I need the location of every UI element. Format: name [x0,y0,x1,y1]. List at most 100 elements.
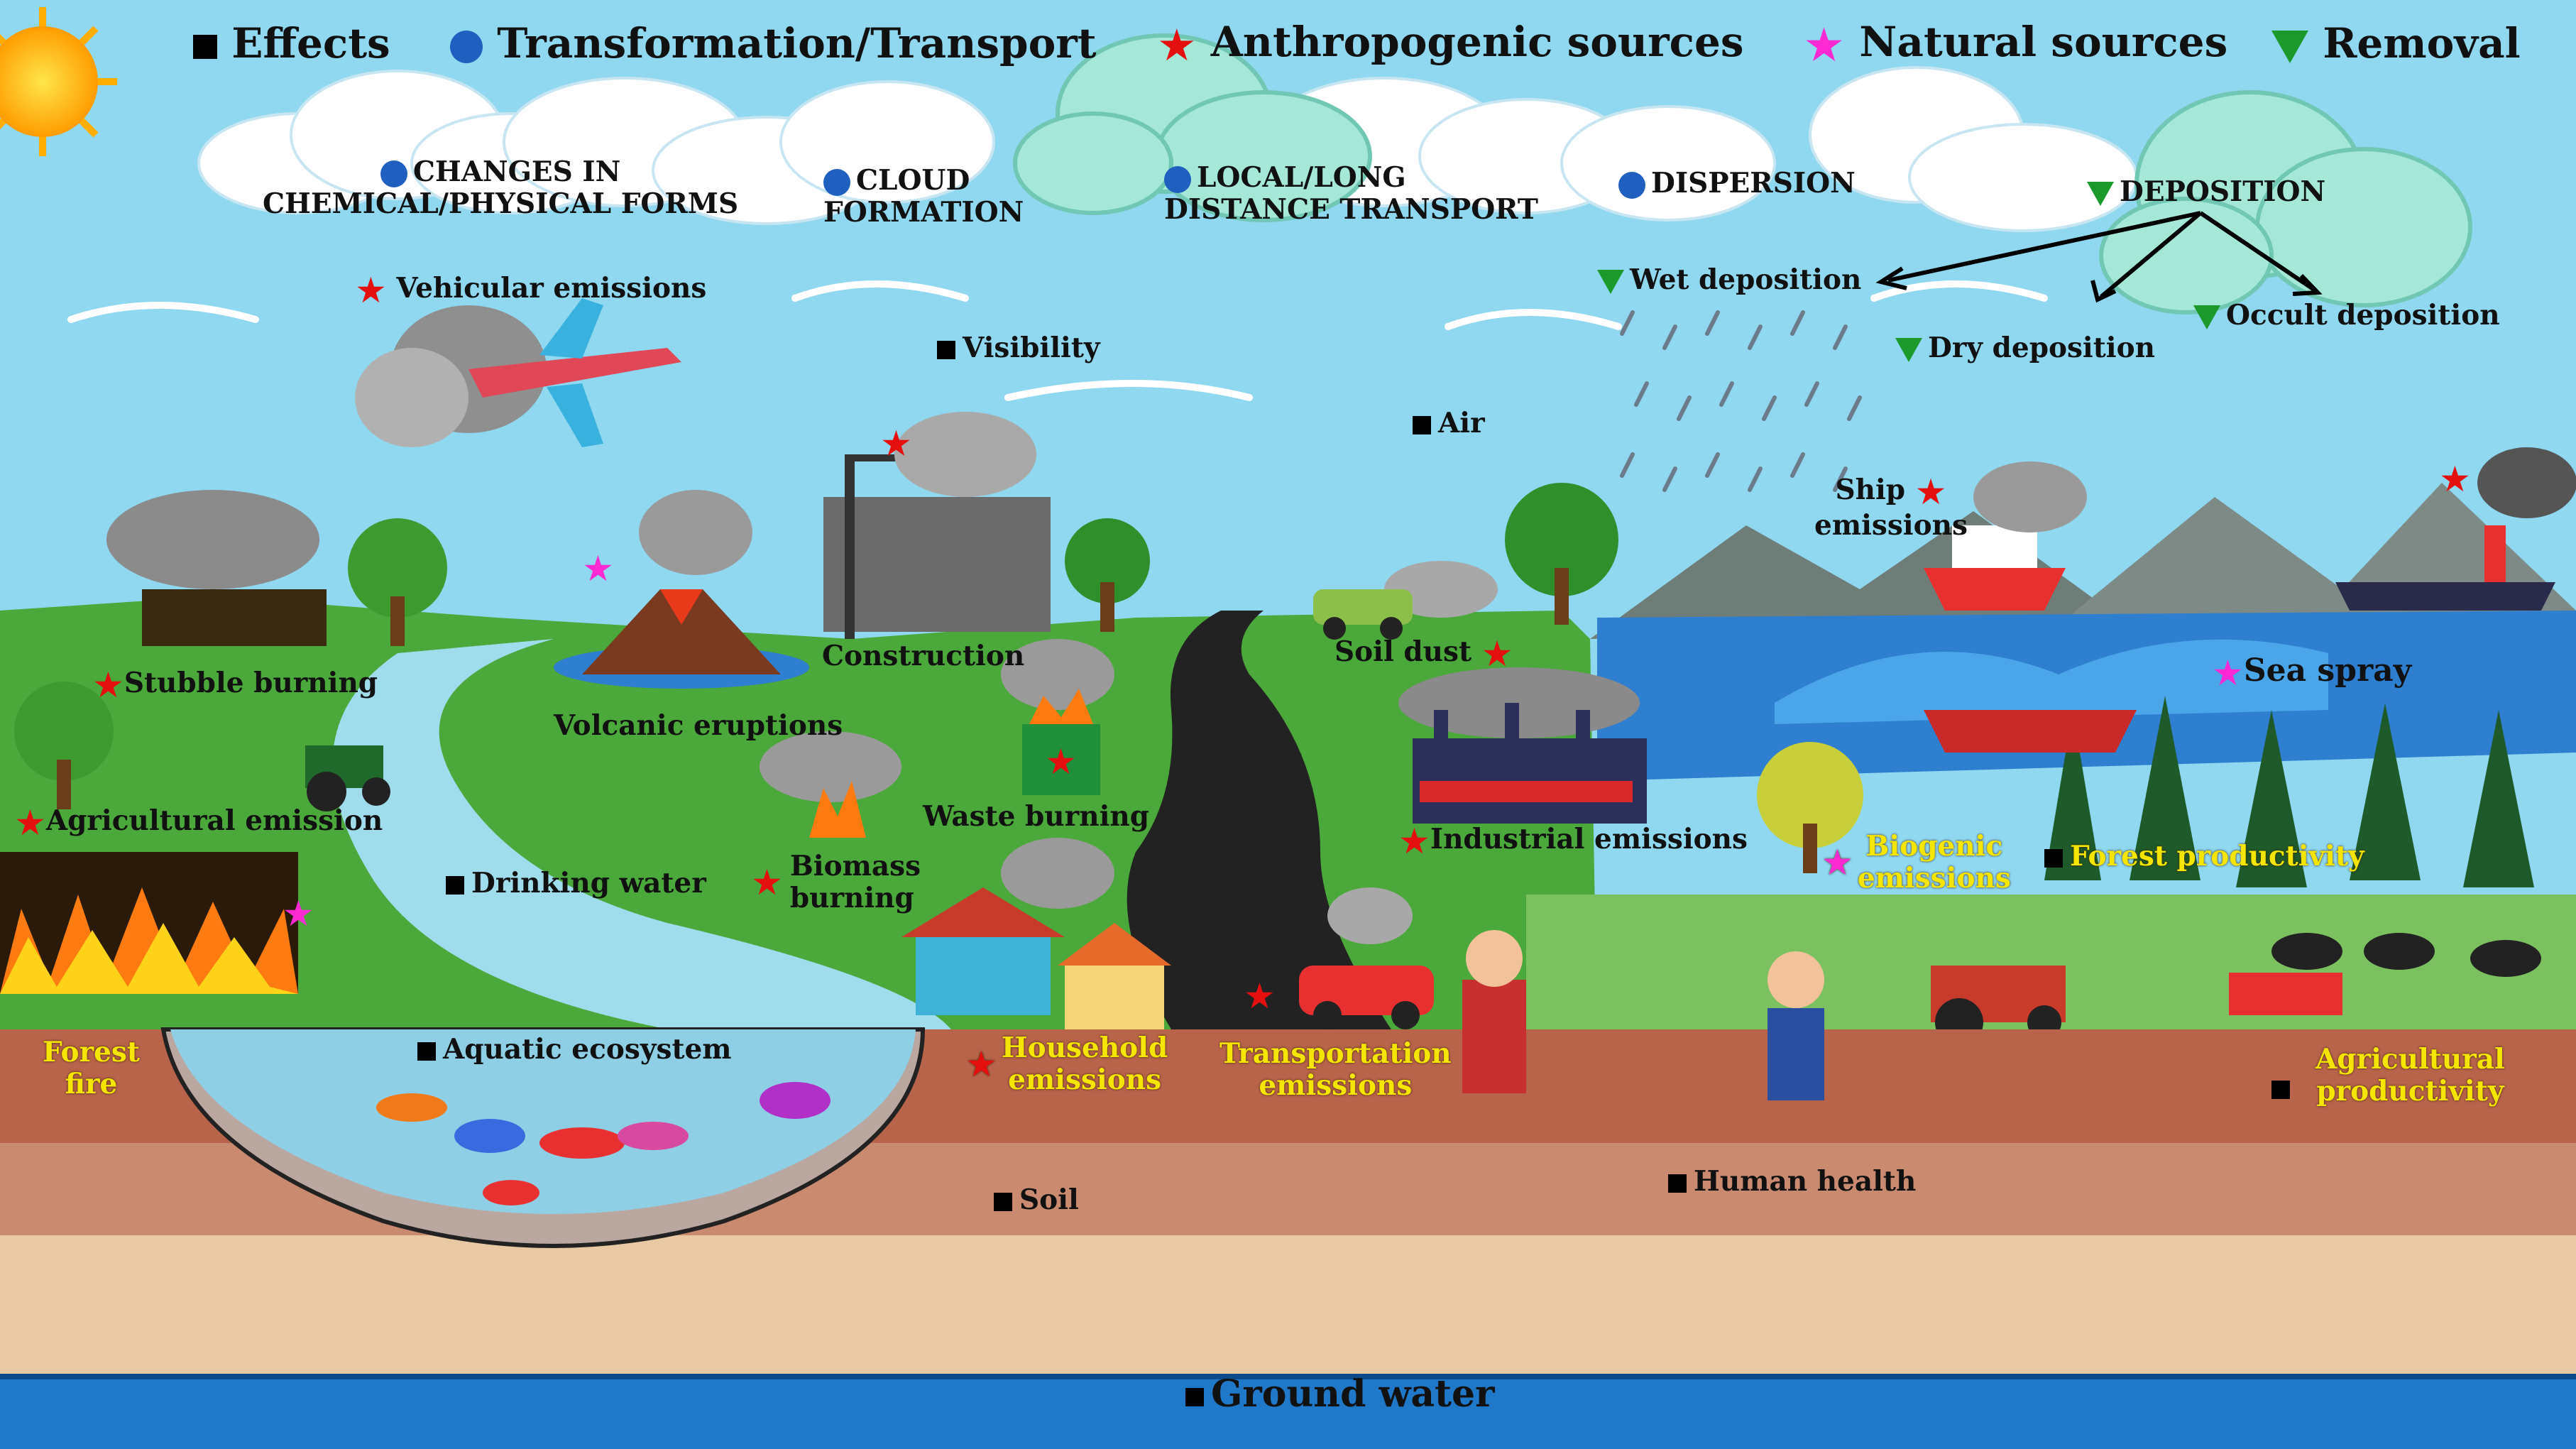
car-icon [1299,887,1434,1029]
red-star-icon: ★ [1481,633,1513,674]
legend-anthropogenic: ★ Anthropogenic sources [1157,18,1744,71]
fire-icon [0,852,298,994]
label-vehicular-emissions: ★ Vehicular emissions [355,270,707,311]
label-waste-burning: Waste burning [923,800,1150,833]
triangle-marker-icon [2271,31,2308,63]
pink-star-icon: ★ [582,548,614,589]
tractor-icon [305,745,390,811]
label-transportation-emissions: Transportation emissions [1220,1037,1452,1102]
fish-icon [376,1082,831,1205]
square-marker-icon [2044,849,2063,868]
label-visibility: Visibility [937,332,1100,364]
volcano-icon [554,490,809,689]
circle-marker-icon [1164,166,1191,193]
square-marker-icon [417,1042,436,1061]
wind-swirl [67,280,2048,401]
red-star-icon: ★ [1398,821,1430,862]
square-marker-icon [193,35,217,59]
ship-icon [1924,447,2576,753]
red-star-icon: ★ [1157,19,1197,71]
sand-layer [0,1235,2576,1374]
circle-marker-icon [450,31,483,63]
label-agricultural-productivity: Agricultural productivity [2271,1044,2505,1108]
label-sea-spray: ★Sea spray [2212,652,2412,694]
pink-star-icon: ★ [1821,841,1853,883]
red-star-icon: ★ [1244,975,1276,1017]
waste-anthropogenic-marker: ★ [1045,744,1077,780]
pink-star-icon: ★ [283,893,314,934]
red-star-icon: ★ [965,1043,997,1085]
label-human-health: Human health [1668,1166,1916,1198]
triangle-marker-icon [1597,270,1624,294]
aquatic-water [170,1029,916,1214]
red-star-icon: ★ [751,861,783,903]
red-star-icon: ★ [355,270,387,311]
triangle-marker-icon [2087,182,2114,206]
pink-star-icon: ★ [1803,18,1846,72]
house-icon [901,838,1171,1029]
cow-icon [2271,933,2541,977]
deposition-arrows [1875,211,2323,303]
label-cloud-formation: CLOUD FORMATION [823,164,1024,229]
triangle-marker-icon [2193,305,2220,329]
label-ship-emissions: Ship ★ emissions [1814,471,1968,542]
label-wet-deposition: Wet deposition [1597,264,1861,296]
transport-anthropogenic-marker: ★ [1244,978,1276,1014]
sea-wave [1775,639,2328,724]
label-dry-deposition: Dry deposition [1895,332,2155,364]
label-industrial-emissions: ★Industrial emissions [1398,821,1748,862]
fire-icon [760,731,901,838]
airplane-icon [355,298,681,447]
label-air: Air [1413,408,1485,439]
square-marker-icon [446,876,464,895]
label-stubble-burning: ★Stubble burning [92,665,378,706]
legend-natural: ★ Natural sources [1803,18,2228,72]
label-soil-dust: Soil dust ★ [1334,633,1513,674]
label-agricultural-emission: ★Agricultural emission [14,802,383,843]
car-icon [1313,561,1498,640]
crane-icon [823,412,1051,639]
legend-effects: Effects [193,20,390,67]
road [1127,611,1391,1029]
label-volcanic-eruptions: Volcanic eruptions [554,709,843,742]
burning-field [142,589,327,646]
legend-removal: Removal [2271,20,2521,67]
ground-water-band [0,1374,2576,1449]
tree-icon [2044,696,2534,887]
waste-bin-icon [1001,639,1114,795]
red-star-icon: ★ [880,423,912,464]
red-star-icon: ★ [1045,741,1077,782]
label-soil: Soil [994,1184,1079,1216]
tree-icon [14,483,1863,873]
circle-marker-icon [1618,172,1645,199]
label-occult-deposition: Occult deposition [2193,300,2500,332]
label-biogenic-emissions: ★ Biogenic emissions [1821,830,2011,895]
label-aquatic-ecosystem: Aquatic ecosystem [417,1034,732,1066]
circle-marker-icon [380,160,407,187]
label-dispersion: DISPERSION [1618,168,1856,199]
smoke [106,490,319,589]
label-drinking-water: Drinking water [446,868,706,900]
label-deposition: DEPOSITION [2087,176,2325,208]
pink-star-icon: ★ [2212,652,2244,694]
sun-icon [0,7,117,156]
label-forest-fire: Forest fire [43,1036,140,1100]
label-local-long-transport: LOCAL/LONG DISTANCE TRANSPORT [1164,161,1538,226]
volcano-natural-marker: ★ [582,551,614,586]
factory-icon [1398,667,1647,824]
farmer-icon [1462,930,1824,1100]
red-star-icon: ★ [14,802,46,843]
label-household-emissions: ★ Household emissions [965,1032,1168,1096]
red-star-icon: ★ [1914,471,1947,513]
label-biomass-burning: ★ Biomass burning [751,850,921,914]
square-marker-icon [1185,1387,1204,1406]
label-ground-water: Ground water [1185,1373,1495,1416]
red-star-icon: ★ [2439,459,2471,500]
square-marker-icon [1413,416,1431,434]
square-marker-icon [937,341,955,359]
red-star-icon: ★ [92,665,124,706]
ground-water-edge [0,1374,2576,1379]
label-changes: CHANGES IN CHEMICAL/PHYSICAL FORMS [263,155,739,220]
square-marker-icon [2271,1080,2290,1099]
